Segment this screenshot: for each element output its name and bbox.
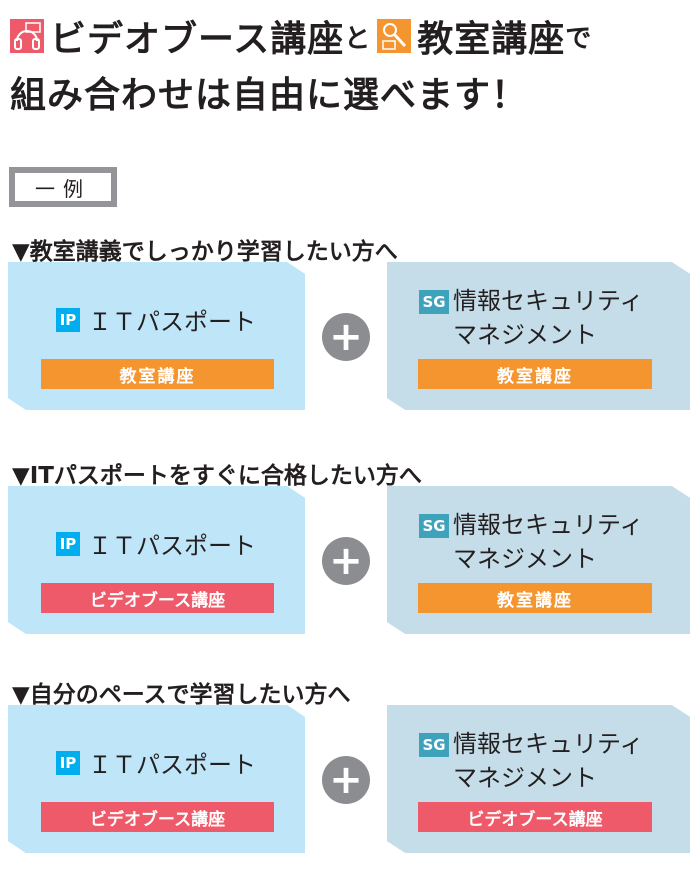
course-type-bar: 教室講座	[418, 359, 652, 389]
course-type-bar: ビデオブース講座	[41, 802, 274, 832]
headline-classroom-course: 教室講座	[417, 19, 566, 60]
course-type-bar: ビデオブース講座	[41, 583, 274, 613]
section-heading: ▼自分のペースで学習したい方へ	[12, 682, 351, 708]
section-heading: ▼教室講義でしっかり学習したい方へ	[12, 239, 398, 265]
course-name-line-1: 情報セキュリティ	[453, 730, 644, 758]
it-passport-card: IP ＩＴパスポート 教室講座	[8, 262, 305, 410]
course-type-bar: 教室講座	[418, 583, 652, 613]
ip-badge: IP	[56, 307, 80, 332]
headline-video-course: ビデオブース講座	[50, 19, 345, 60]
course-name-line-2: マネジメント	[453, 764, 597, 792]
sg-badge: SG	[419, 514, 449, 538]
section-heading: ▼ITパスポートをすぐに合格したい方へ	[12, 463, 422, 489]
example-label: 一例	[9, 167, 117, 207]
course-name: ＩＴパスポート	[88, 532, 256, 560]
it-passport-card: IP ＩＴパスポート ビデオブース講座	[8, 486, 305, 634]
course-name: ＩＴパスポート	[88, 308, 256, 336]
it-passport-card: IP ＩＴパスポート ビデオブース講座	[8, 705, 305, 853]
sg-badge: SG	[419, 733, 449, 757]
course-name-line-2: マネジメント	[453, 545, 597, 573]
ip-badge: IP	[56, 531, 80, 556]
headline-line-1: ビデオブース講座 と 教室講座 で	[10, 10, 592, 62]
headline-line-2: 組み合わせは自由に選べます！	[10, 75, 529, 116]
course-type-bar: ビデオブース講座	[418, 802, 652, 832]
classroom-key-icon	[377, 19, 412, 53]
ip-badge: IP	[56, 750, 80, 775]
course-name-line-1: 情報セキュリティ	[453, 511, 644, 539]
plus-icon: +	[322, 537, 370, 585]
headline-and: と	[344, 23, 372, 54]
course-name-line-1: 情報セキュリティ	[453, 287, 644, 315]
headline-de: で	[565, 23, 593, 54]
video-headphones-icon	[10, 19, 44, 53]
course-name: ＩＴパスポート	[88, 751, 256, 779]
plus-icon: +	[322, 756, 370, 804]
course-type-bar: 教室講座	[41, 359, 274, 389]
sg-badge: SG	[419, 290, 449, 314]
course-name-line-2: マネジメント	[453, 321, 597, 349]
plus-icon: +	[322, 313, 370, 361]
